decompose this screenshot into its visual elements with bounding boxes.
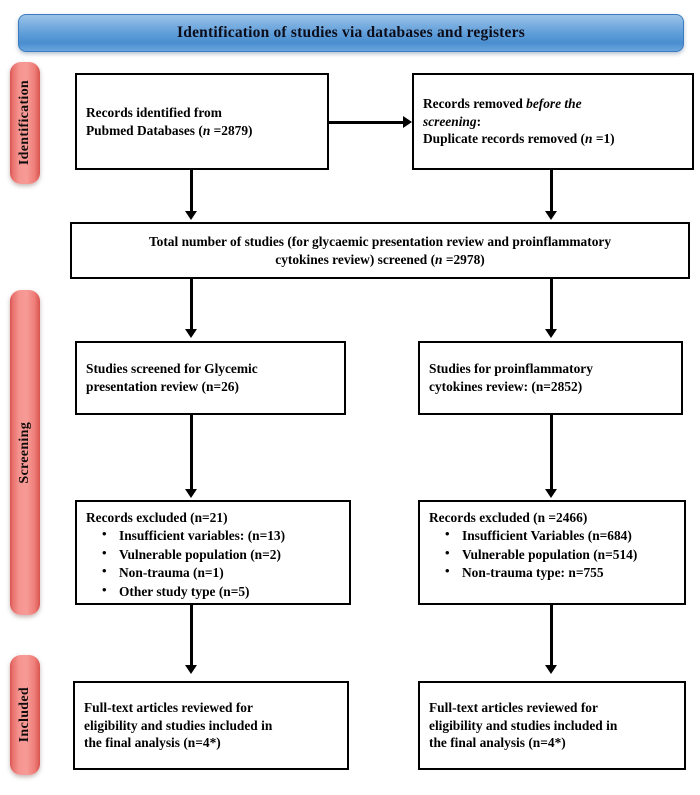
arrow-total-to-cytokines (545, 329, 557, 338)
box-screened-glycemic-text: Studies screened for Glycemic presentati… (77, 360, 344, 395)
box-records-identified: Records identified from Pubmed Databases… (75, 73, 329, 170)
records-removed-line3: Duplicate records removed (n =1) (423, 130, 683, 148)
box-screened-cytokines: Studies for proinflammatory cytokines re… (418, 341, 683, 415)
connector-cytokines-to-excluded (550, 415, 553, 491)
stage-bar-identification: Identification (10, 62, 40, 184)
records-excluded-right-heading-post: =2466) (545, 510, 588, 525)
records-removed-line2: screening: (423, 113, 683, 131)
box-records-excluded-right: Records excluded (n =2466) Insufficient … (418, 500, 686, 605)
box-total-studies-text: Total number of studies (for glycaemic p… (72, 233, 688, 268)
stage-label-included: Included (17, 687, 32, 743)
arrow-excluded-to-included-right (545, 665, 557, 674)
records-removed-line3-post: =1) (592, 131, 615, 147)
arrow-excluded-to-included-left (185, 665, 197, 674)
included-right-line2: eligibility and studies included in (429, 717, 618, 733)
records-removed-line1: Records removed before the (423, 95, 683, 113)
arrow-glycemic-to-excluded (185, 489, 197, 498)
box-records-identified-text: Records identified from Pubmed Databases… (77, 104, 327, 139)
included-left-line3: the final analysis (n=4*) (84, 735, 221, 751)
connector-identified-to-total (190, 170, 193, 213)
arrow-identified-to-total (185, 211, 197, 220)
box-screened-glycemic: Studies screened for Glycemic presentati… (75, 341, 346, 415)
box-included-right: Full-text articles reviewed for eligibil… (418, 681, 686, 770)
connector-total-to-glycemic (190, 279, 193, 331)
box-records-removed: Records removed before the screening: Du… (412, 73, 694, 170)
included-right-line3: the final analysis (n=4*) (429, 735, 566, 751)
records-removed-line1-emphasis: before the (526, 95, 582, 111)
records-identified-line2-pre: Pubmed Databases ( (86, 122, 203, 138)
screened-glycemic-line2: presentation review (n=26) (86, 379, 239, 394)
list-item: Insufficient variables: (n=13) (102, 526, 349, 544)
stage-bar-included: Included (10, 655, 40, 775)
connector-identified-to-removed (329, 121, 403, 124)
list-item: Insufficient Variables (n=684) (445, 526, 684, 544)
screened-glycemic-line1: Studies screened for Glycemic (86, 361, 258, 377)
records-excluded-right-list: Insufficient Variables (n=684) Vulnerabl… (420, 526, 684, 582)
records-excluded-right-heading-pre: Records excluded ( (429, 510, 538, 525)
header-banner-title: Identification of studies via databases … (177, 24, 525, 41)
total-studies-n-symbol: n (435, 251, 443, 267)
included-left-line2: eligibility and studies included in (84, 717, 273, 733)
records-identified-line2-post: =2879) (210, 122, 253, 138)
included-left-line1: Full-text articles reviewed for (84, 699, 253, 715)
arrow-cytokines-to-excluded (545, 489, 557, 498)
total-studies-line2-pre: cytokines review) screened ( (275, 251, 436, 267)
connector-excluded-to-included-left (190, 605, 193, 667)
connector-excluded-to-included-right (550, 605, 553, 667)
list-item: Vulnerable population (n=514) (445, 545, 684, 563)
records-removed-n-symbol: n (585, 131, 593, 147)
arrow-total-to-glycemic (185, 329, 197, 338)
stage-label-identification: Identification (17, 80, 32, 166)
box-records-removed-text: Records removed before the screening: Du… (414, 95, 692, 148)
total-studies-line1: Total number of studies (for glycaemic p… (148, 233, 612, 249)
header-banner: Identification of studies via databases … (18, 14, 684, 52)
box-screened-cytokines-text: Studies for proinflammatory cytokines re… (420, 360, 681, 395)
total-studies-line2: cytokines review) screened (n =2978) (86, 251, 674, 269)
records-excluded-left-heading: Records excluded (n=21) (86, 510, 228, 525)
box-included-left: Full-text articles reviewed for eligibil… (73, 681, 349, 770)
connector-total-to-cytokines (550, 279, 553, 331)
screened-cytokines-line1: Studies for proinflammatory (429, 361, 593, 377)
records-removed-line3-pre: Duplicate records removed ( (423, 131, 586, 147)
connector-glycemic-to-excluded (190, 415, 193, 491)
list-item: Vulnerable population (n=2) (102, 545, 349, 563)
records-excluded-right-heading: Records excluded (n =2466) (420, 509, 684, 526)
box-total-studies: Total number of studies (for glycaemic p… (70, 222, 690, 279)
screened-cytokines-line2: cytokines review: (n=2852) (429, 379, 583, 394)
records-excluded-left-list: Insufficient variables: (n=13) Vulnerabl… (77, 526, 349, 601)
records-removed-line2-emphasis: screening (423, 113, 477, 129)
list-item: Non-trauma (n=1) (102, 563, 349, 581)
stage-label-screening: Screening (17, 421, 32, 484)
box-records-excluded-left: Records excluded (n=21) Insufficient var… (75, 500, 351, 605)
records-identified-n-symbol: n (202, 122, 211, 138)
box-included-right-text: Full-text articles reviewed for eligibil… (420, 699, 684, 752)
total-studies-line2-post: =2978) (442, 251, 485, 267)
list-item: Other study type (n=5) (102, 582, 349, 600)
box-included-left-text: Full-text articles reviewed for eligibil… (75, 699, 347, 752)
arrow-removed-to-total (545, 211, 557, 220)
connector-removed-to-total (550, 170, 553, 213)
stage-bar-screening: Screening (10, 290, 40, 615)
arrow-identified-to-removed (403, 116, 412, 128)
list-item: Non-trauma type: n=755 (445, 563, 684, 581)
records-removed-line2-post: : (476, 113, 482, 129)
records-identified-line2: Pubmed Databases (n =2879) (86, 122, 318, 140)
records-identified-line1: Records identified from (86, 104, 222, 120)
records-removed-line1-pre: Records removed (423, 95, 527, 111)
records-excluded-right-n-symbol: n (537, 510, 546, 525)
included-right-line1: Full-text articles reviewed for (429, 699, 598, 715)
